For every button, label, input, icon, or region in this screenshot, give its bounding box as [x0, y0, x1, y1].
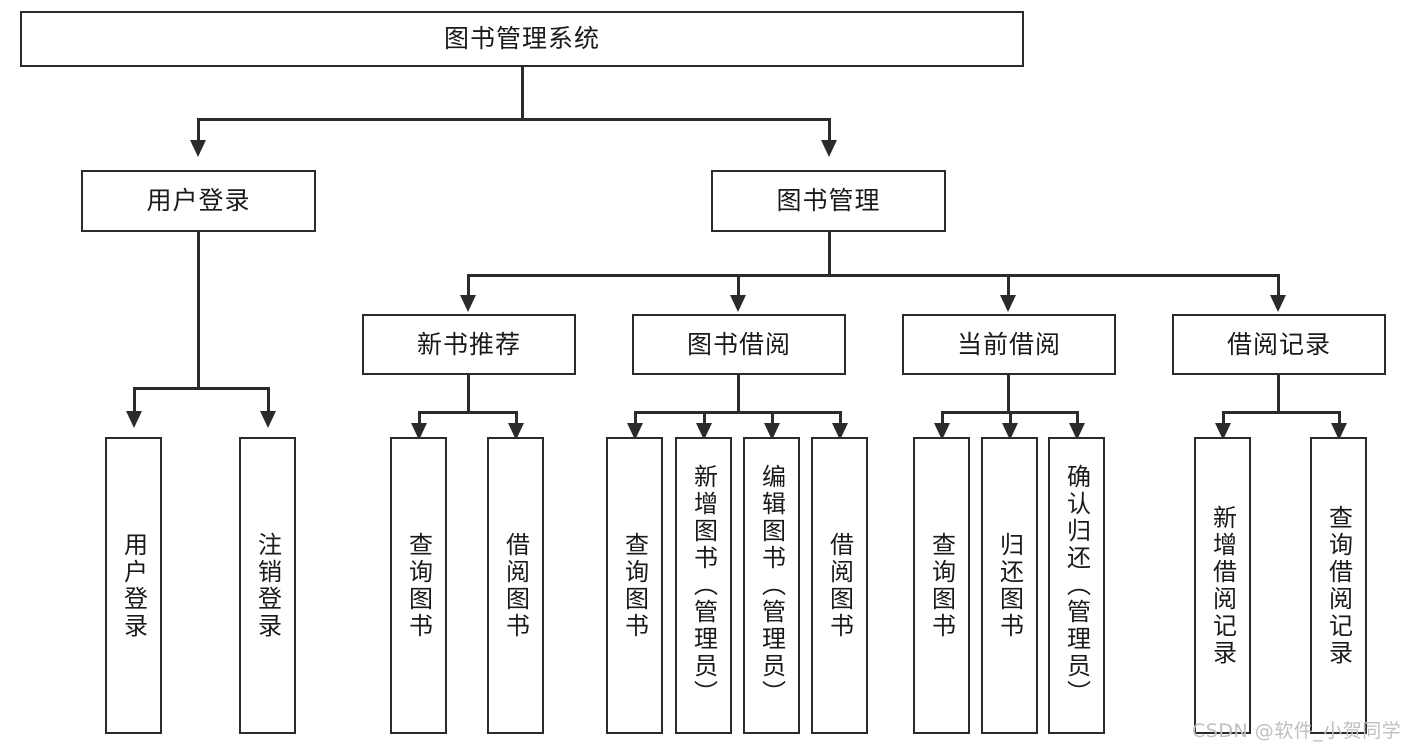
arrowhead-borrow-record-leaf-1 [1215, 423, 1231, 440]
arrowhead-to-borrow-record [1270, 295, 1286, 312]
edge-book-borrow-stem [737, 375, 740, 412]
edge-book-manage-to-book-borrow [737, 274, 740, 296]
node-root-book-management-system[interactable]: 图书管理系统 [20, 11, 1024, 67]
edge-borrow-record-stem [1277, 375, 1280, 412]
node-label: 新增图书（管理员） [689, 464, 718, 707]
node-label: 归还图书 [995, 531, 1024, 640]
edge-new-book-to-leaf-2 [515, 411, 518, 425]
edge-book-borrow-to-leaf-3 [771, 411, 774, 425]
edge-user-login-to-leaf-1 [133, 387, 136, 412]
node-label: 借阅图书 [501, 531, 530, 640]
arrowhead-current-borrow-leaf-3 [1069, 423, 1085, 440]
arrowhead-to-new-book [460, 295, 476, 312]
edge-book-manage-to-new-book [467, 274, 470, 296]
node-label: 用户登录 [146, 186, 251, 216]
edge-borrow-record-to-leaf-2 [1338, 411, 1341, 425]
node-label: 借阅图书 [825, 531, 854, 640]
node-book-borrow[interactable]: 图书借阅 [632, 314, 846, 375]
node-leaf-query-book-new-recommend[interactable]: 查询图书 [390, 437, 447, 734]
node-label: 图书借阅 [686, 329, 791, 359]
edge-new-book-bus [418, 411, 518, 414]
node-label: 当前借阅 [956, 329, 1061, 359]
node-leaf-borrow-book-borrow[interactable]: 借阅图书 [811, 437, 868, 734]
node-leaf-query-book-current[interactable]: 查询图书 [913, 437, 970, 734]
edge-book-manage-to-borrow-record [1277, 274, 1280, 296]
edge-book-borrow-to-leaf-2 [703, 411, 706, 425]
arrowhead-root-to-book-manage [821, 140, 837, 157]
arrowhead-borrow-record-leaf-2 [1331, 423, 1347, 440]
node-leaf-return-book[interactable]: 归还图书 [981, 437, 1038, 734]
edge-root-stem [521, 67, 524, 119]
edge-user-login-to-leaf-2 [267, 387, 270, 412]
edge-book-borrow-to-leaf-4 [839, 411, 842, 425]
node-leaf-borrow-book-new-recommend[interactable]: 借阅图书 [487, 437, 544, 734]
node-new-book-recommend[interactable]: 新书推荐 [362, 314, 576, 375]
arrowhead-user-login-leaf-2 [260, 411, 276, 428]
node-leaf-add-borrow-record[interactable]: 新增借阅记录 [1194, 437, 1251, 734]
edge-root-bus [197, 118, 831, 121]
edge-new-book-to-leaf-1 [418, 411, 421, 425]
edge-current-borrow-to-leaf-1 [941, 411, 944, 425]
node-label: 查询借阅记录 [1324, 504, 1353, 667]
node-leaf-edit-book-admin[interactable]: 编辑图书（管理员） [743, 437, 800, 734]
arrowhead-current-borrow-leaf-2 [1002, 423, 1018, 440]
node-leaf-confirm-return-admin[interactable]: 确认归还（管理员） [1048, 437, 1105, 734]
arrowhead-book-borrow-leaf-3 [764, 423, 780, 440]
node-leaf-logout-login[interactable]: 注销登录 [239, 437, 296, 734]
edge-borrow-record-to-leaf-1 [1222, 411, 1225, 425]
node-label: 图书管理系统 [443, 24, 600, 54]
node-leaf-user-login[interactable]: 用户登录 [105, 437, 162, 734]
node-label: 借阅记录 [1226, 329, 1331, 359]
node-leaf-query-book-borrow[interactable]: 查询图书 [606, 437, 663, 734]
node-label: 图书管理 [776, 186, 881, 216]
arrowhead-book-borrow-leaf-4 [832, 423, 848, 440]
arrowhead-new-book-leaf-1 [411, 423, 427, 440]
edge-book-borrow-bus [634, 411, 841, 414]
node-label: 新增借阅记录 [1208, 504, 1237, 667]
node-label: 新书推荐 [416, 329, 521, 359]
edge-root-to-book-manage [828, 118, 831, 141]
node-label: 查询图书 [620, 531, 649, 640]
edge-book-manage-to-current-borrow [1007, 274, 1010, 296]
edge-current-borrow-to-leaf-2 [1009, 411, 1012, 425]
edge-user-login-stem [197, 232, 200, 388]
arrowhead-book-borrow-leaf-1 [627, 423, 643, 440]
node-label: 查询图书 [404, 531, 433, 640]
node-label: 用户登录 [119, 531, 148, 640]
edge-root-to-user-login [197, 118, 200, 141]
arrowhead-to-current-borrow [1000, 295, 1016, 312]
arrowhead-user-login-leaf-1 [126, 411, 142, 428]
edge-current-borrow-stem [1007, 375, 1010, 412]
edge-current-borrow-to-leaf-3 [1076, 411, 1079, 425]
csdn-watermark: CSDN @软件_小贺同学 [1192, 720, 1402, 742]
edge-new-book-stem [467, 375, 470, 412]
edge-user-login-bus [133, 387, 270, 390]
node-label: 注销登录 [253, 531, 282, 640]
node-borrow-record[interactable]: 借阅记录 [1172, 314, 1386, 375]
node-label: 查询图书 [927, 531, 956, 640]
node-book-management[interactable]: 图书管理 [711, 170, 946, 232]
node-leaf-query-borrow-record[interactable]: 查询借阅记录 [1310, 437, 1367, 734]
arrowhead-current-borrow-leaf-1 [934, 423, 950, 440]
node-leaf-add-book-admin[interactable]: 新增图书（管理员） [675, 437, 732, 734]
node-label: 确认归还（管理员） [1062, 464, 1091, 707]
arrowhead-root-to-user-login [190, 140, 206, 157]
node-label: 编辑图书（管理员） [757, 464, 786, 707]
edge-book-manage-bus [467, 274, 1280, 277]
arrowhead-book-borrow-leaf-2 [696, 423, 712, 440]
edge-book-manage-stem [828, 232, 831, 275]
node-current-borrow[interactable]: 当前借阅 [902, 314, 1116, 375]
arrowhead-to-book-borrow [730, 295, 746, 312]
arrowhead-new-book-leaf-2 [508, 423, 524, 440]
edge-book-borrow-to-leaf-1 [634, 411, 637, 425]
node-user-login[interactable]: 用户登录 [81, 170, 316, 232]
edge-borrow-record-bus [1222, 411, 1341, 414]
